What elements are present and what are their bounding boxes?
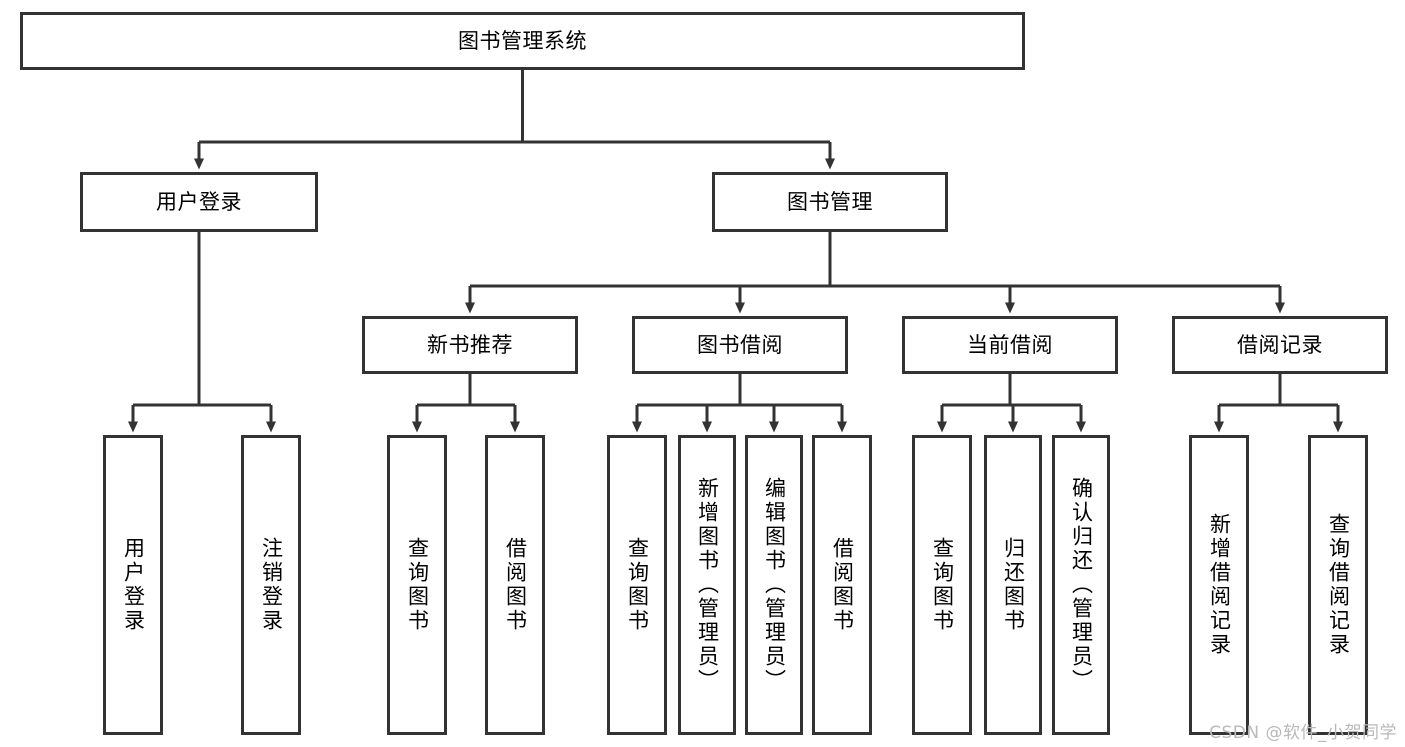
node-leaf-query-book-borrow[interactable]: 查询图书 [607, 435, 667, 735]
node-label-book-borrow: 图书借阅 [697, 332, 783, 357]
node-label-leaf-return-book: 归还图书 [1001, 537, 1026, 633]
node-new-book-recommend[interactable]: 新书推荐 [362, 316, 578, 374]
node-user-login[interactable]: 用户登录 [80, 172, 318, 232]
node-label-leaf-query-book-rec: 查询图书 [405, 537, 430, 633]
node-label-leaf-user-login: 用户登录 [121, 537, 146, 633]
node-leaf-query-record[interactable]: 查询借阅记录 [1308, 435, 1368, 735]
node-leaf-confirm-return[interactable]: 确认归还（管理员） [1052, 435, 1110, 735]
node-leaf-query-book-cur[interactable]: 查询图书 [912, 435, 972, 735]
node-label-leaf-borrow-book: 借阅图书 [830, 537, 855, 633]
node-label-leaf-add-book: 新增图书（管理员） [695, 477, 720, 693]
node-leaf-borrow-book-rec[interactable]: 借阅图书 [485, 435, 545, 735]
node-label-current-borrow: 当前借阅 [967, 332, 1053, 357]
node-leaf-add-book[interactable]: 新增图书（管理员） [678, 435, 736, 735]
node-borrow-record[interactable]: 借阅记录 [1172, 316, 1388, 374]
node-label-leaf-borrow-book-rec: 借阅图书 [503, 537, 528, 633]
node-leaf-logout[interactable]: 注销登录 [241, 435, 301, 735]
watermark: CSDN @软件_小贺同学 [1209, 723, 1397, 743]
node-leaf-query-book-rec[interactable]: 查询图书 [387, 435, 447, 735]
node-leaf-return-book[interactable]: 归还图书 [984, 435, 1042, 735]
node-label-root: 图书管理系统 [458, 28, 587, 53]
node-leaf-user-login[interactable]: 用户登录 [103, 435, 163, 735]
node-leaf-borrow-book[interactable]: 借阅图书 [812, 435, 872, 735]
node-label-leaf-logout: 注销登录 [259, 537, 284, 633]
node-book-borrow[interactable]: 图书借阅 [632, 316, 848, 374]
node-label-leaf-add-record: 新增借阅记录 [1207, 513, 1232, 657]
node-current-borrow[interactable]: 当前借阅 [902, 316, 1118, 374]
node-label-borrow-record: 借阅记录 [1237, 332, 1323, 357]
node-leaf-add-record[interactable]: 新增借阅记录 [1189, 435, 1249, 735]
node-label-leaf-edit-book: 编辑图书（管理员） [762, 477, 787, 693]
node-label-book-manage: 图书管理 [787, 189, 873, 214]
node-leaf-edit-book[interactable]: 编辑图书（管理员） [745, 435, 803, 735]
node-label-user-login: 用户登录 [156, 189, 242, 214]
node-label-leaf-query-book-borrow: 查询图书 [625, 537, 650, 633]
node-label-leaf-query-record: 查询借阅记录 [1326, 513, 1351, 657]
node-label-leaf-query-book-cur: 查询图书 [930, 537, 955, 633]
node-root[interactable]: 图书管理系统 [20, 12, 1025, 70]
node-label-new-book-recommend: 新书推荐 [427, 332, 513, 357]
node-book-manage[interactable]: 图书管理 [712, 172, 948, 232]
node-label-leaf-confirm-return: 确认归还（管理员） [1069, 477, 1094, 693]
